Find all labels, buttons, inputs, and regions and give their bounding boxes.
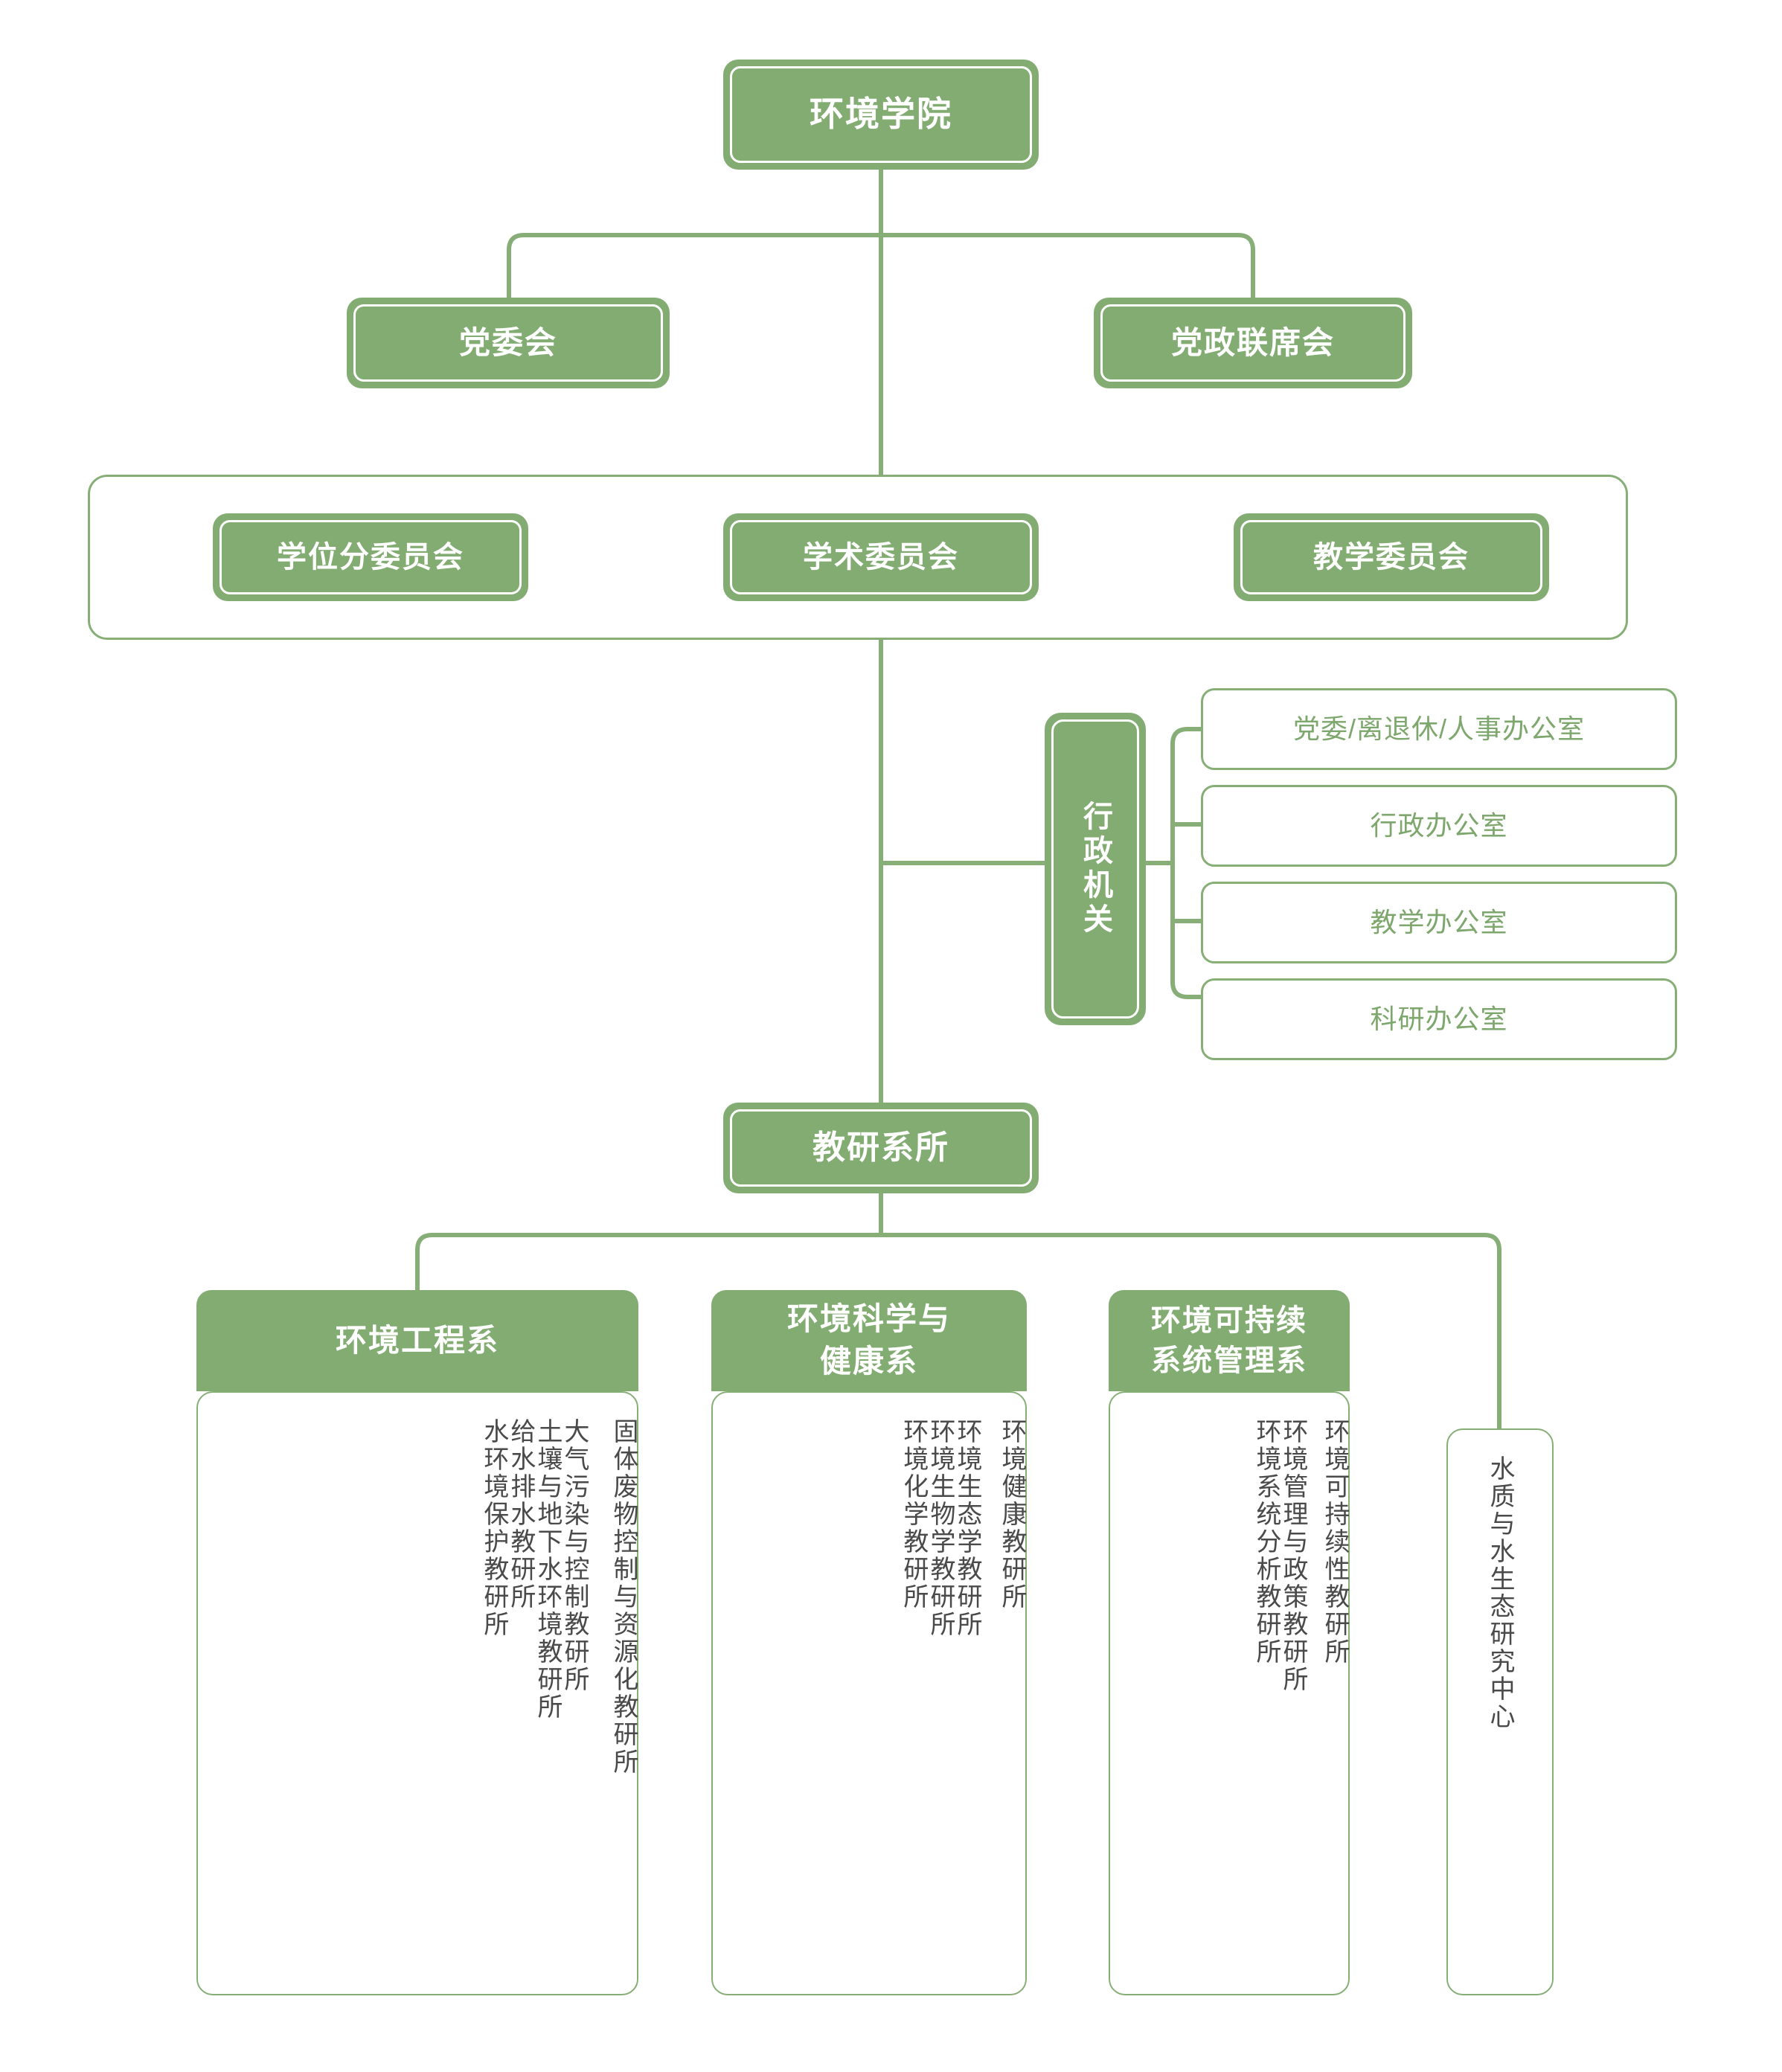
- node-label: 教研系所: [813, 1129, 949, 1167]
- institute-label[interactable]: 大气污染与控制教研所: [560, 1418, 589, 1693]
- institute-label[interactable]: 土壤与地下水环境教研所: [533, 1418, 562, 1721]
- node-label: 行政机关: [1079, 801, 1112, 937]
- institute-label[interactable]: 水环境保护教研所: [479, 1418, 508, 1638]
- joint-meeting-inner-ring: 党政联席会: [1100, 304, 1406, 382]
- dept-title: 环境科学与健康系: [786, 1301, 951, 1379]
- office-research[interactable]: 科研办公室: [1201, 978, 1677, 1060]
- party-committee-inner-ring: 党委会: [353, 304, 663, 382]
- teaching-units-inner-ring: 教研系所: [730, 1109, 1032, 1187]
- node-label: 环境学院: [810, 94, 952, 134]
- teaching-committee-inner-ring: 教学委员会: [1240, 520, 1542, 594]
- office-label: 教学办公室: [1370, 906, 1508, 937]
- node-administration[interactable]: 行政机关: [1045, 713, 1146, 1025]
- node-label: 学术委员会: [803, 541, 959, 574]
- node-label: 党委会: [458, 324, 557, 360]
- node-label: 学位分委员会: [277, 541, 464, 574]
- institute-label[interactable]: 环境可持续性教研所: [1321, 1418, 1349, 1666]
- node-teaching-units[interactable]: 教研系所: [723, 1103, 1039, 1193]
- institute-label[interactable]: 给水排水教研所: [506, 1418, 535, 1611]
- degree-subcommittee-inner-ring: 学位分委员会: [219, 520, 522, 594]
- dept-title: 环境工程系: [335, 1322, 499, 1358]
- dept-header-environmental-science-health[interactable]: 环境科学与健康系: [711, 1290, 1027, 1391]
- institute-label[interactable]: 环境系统分析教研所: [1251, 1418, 1281, 1666]
- root-inner-ring: 环境学院: [730, 66, 1032, 163]
- node-joint-meeting[interactable]: 党政联席会: [1094, 298, 1412, 388]
- dept-body-environmental-science-health: 环境健康教研所 环境生态学教研所 环境生物学教研所 环境化学教研所: [711, 1391, 1027, 1995]
- dept-title: 环境可持续系统管理系: [1151, 1304, 1307, 1377]
- dept-header-environmental-engineering[interactable]: 环境工程系: [196, 1290, 638, 1391]
- institute-label[interactable]: 环境化学教研所: [899, 1418, 928, 1611]
- office-label: 科研办公室: [1370, 1003, 1508, 1034]
- research-center-label: 水质与水生态研究中心: [1486, 1455, 1515, 1731]
- dept-header-sustainable-systems-management[interactable]: 环境可持续系统管理系: [1109, 1290, 1350, 1391]
- academic-committee-inner-ring: 学术委员会: [730, 520, 1032, 594]
- office-teaching[interactable]: 教学办公室: [1201, 882, 1677, 963]
- institute-label[interactable]: 环境健康教研所: [998, 1418, 1026, 1611]
- node-water-ecology-research-center[interactable]: 水质与水生态研究中心: [1446, 1428, 1554, 1995]
- office-administrative[interactable]: 行政办公室: [1201, 785, 1677, 867]
- dept-body-environmental-engineering: 固体废物控制与资源化教研所 大气污染与控制教研所 土壤与地下水环境教研所 给水排…: [196, 1391, 638, 1995]
- institute-label[interactable]: 环境生物学教研所: [926, 1418, 955, 1638]
- node-academic-committee[interactable]: 学术委员会: [723, 513, 1039, 601]
- office-label: 行政办公室: [1370, 809, 1508, 841]
- node-label: 党政联席会: [1170, 324, 1335, 360]
- office-label: 党委/离退休/人事办公室: [1292, 713, 1585, 744]
- administration-inner-ring: 行政机关: [1051, 719, 1139, 1019]
- node-root-college[interactable]: 环境学院: [723, 60, 1039, 170]
- dept-body-sustainable-systems-management: 环境可持续性教研所 环境管理与政策教研所 环境系统分析教研所: [1109, 1391, 1350, 1995]
- institute-label[interactable]: 环境管理与政策教研所: [1278, 1418, 1307, 1693]
- institute-label[interactable]: 固体废物控制与资源化教研所: [609, 1418, 638, 1776]
- node-party-committee[interactable]: 党委会: [347, 298, 670, 388]
- node-teaching-committee[interactable]: 教学委员会: [1234, 513, 1549, 601]
- institute-label[interactable]: 环境生态学教研所: [952, 1418, 981, 1638]
- office-party-hr[interactable]: 党委/离退休/人事办公室: [1201, 688, 1677, 770]
- node-degree-subcommittee[interactable]: 学位分委员会: [213, 513, 528, 601]
- node-label: 教学委员会: [1313, 541, 1469, 574]
